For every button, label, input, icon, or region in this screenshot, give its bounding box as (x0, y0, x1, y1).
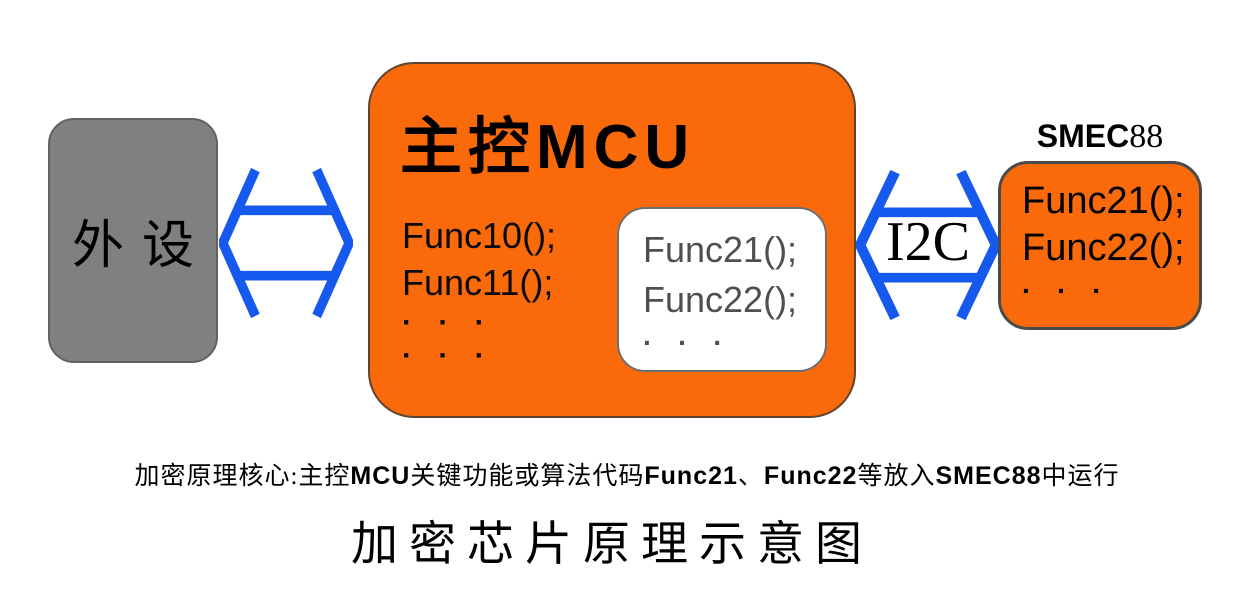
i2c-bus-arrow: I2C (856, 167, 1000, 323)
offloaded-func-line: Func22(); (643, 279, 798, 320)
peripheral-mcu-arrow (219, 165, 353, 321)
smec88-label-text: SMEC (1036, 118, 1130, 154)
smec88-ellipsis: · · · (1022, 275, 1111, 306)
smec88-func-line: Func22(); (1022, 227, 1185, 269)
smec88-func-line: Func21(); (1022, 180, 1185, 222)
caption-segment: 中运行 (1041, 463, 1120, 490)
mcu-func-line: Func11(); (402, 262, 554, 303)
caption-text: 加密原理核心:主控MCU关键功能或算法代码Func21、Func22等放入SME… (0, 456, 1254, 492)
smec88-function-list: Func21(); Func22(); · · · (1022, 178, 1185, 310)
caption-segment: SMEC88 (935, 462, 1042, 490)
i2c-label: I2C (886, 211, 970, 274)
mcu-func-line: Func10(); (402, 215, 557, 256)
caption-segment: Func21 (644, 462, 738, 490)
smec88-box: Func21(); Func22(); · · · (998, 161, 1202, 330)
caption-segment: 、 (737, 463, 764, 490)
diagram-title: 加密芯片原理示意图 (351, 519, 873, 571)
double-arrow-icon (219, 167, 353, 319)
caption-segment: 关键功能或算法代码 (410, 463, 645, 490)
mcu-ellipsis: · · · (402, 339, 494, 372)
caption-segment: MCU (350, 462, 411, 490)
offloaded-ellipsis: · · · (643, 327, 732, 358)
offloaded-function-list: Func21(); Func22(); · · · (643, 225, 797, 361)
smec88-chip-label: SMEC88 (998, 118, 1202, 156)
peripheral-label: 外设 (71, 217, 212, 275)
caption-segment: 加密原理核心:主控 (134, 463, 351, 490)
double-arrow-icon (856, 169, 1000, 321)
peripheral-box: 外设 (48, 118, 218, 363)
caption-segment: Func22 (763, 462, 858, 490)
offloaded-functions-box: Func21(); Func22(); · · · (617, 207, 827, 372)
mcu-function-list: Func10(); Func11(); · · · · · · (402, 212, 556, 372)
caption-segment: 等放入 (857, 463, 936, 490)
offloaded-func-line: Func21(); (643, 229, 798, 270)
mcu-ellipsis: · · · (402, 306, 494, 339)
smec88-label-number: 88 (1129, 118, 1164, 155)
mcu-title: 主控MCU (400, 113, 696, 182)
